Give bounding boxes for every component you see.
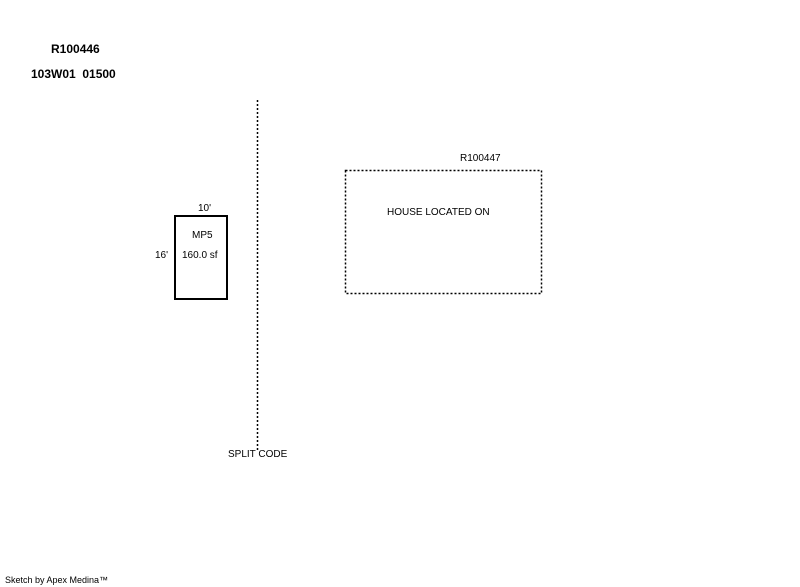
map-tax-lot: 103W01 01500 [31, 67, 116, 81]
structure-depth-label: 16' [155, 250, 169, 261]
adjacent-parcel-outline [344, 169, 543, 295]
parcel-id: R100446 [51, 42, 100, 56]
structure-area: 160.0 sf [182, 250, 218, 261]
adjacent-parcel-note: HOUSE LOCATED ON [387, 207, 490, 218]
structure-code: MP5 [192, 230, 213, 241]
structure-width-label: 10' [198, 203, 212, 214]
split-code-label: SPLIT CODE [228, 449, 288, 460]
footer-credit: Sketch by Apex Medina™ [5, 575, 109, 585]
adjacent-parcel-id: R100447 [460, 153, 501, 164]
structure-outline [174, 215, 228, 300]
